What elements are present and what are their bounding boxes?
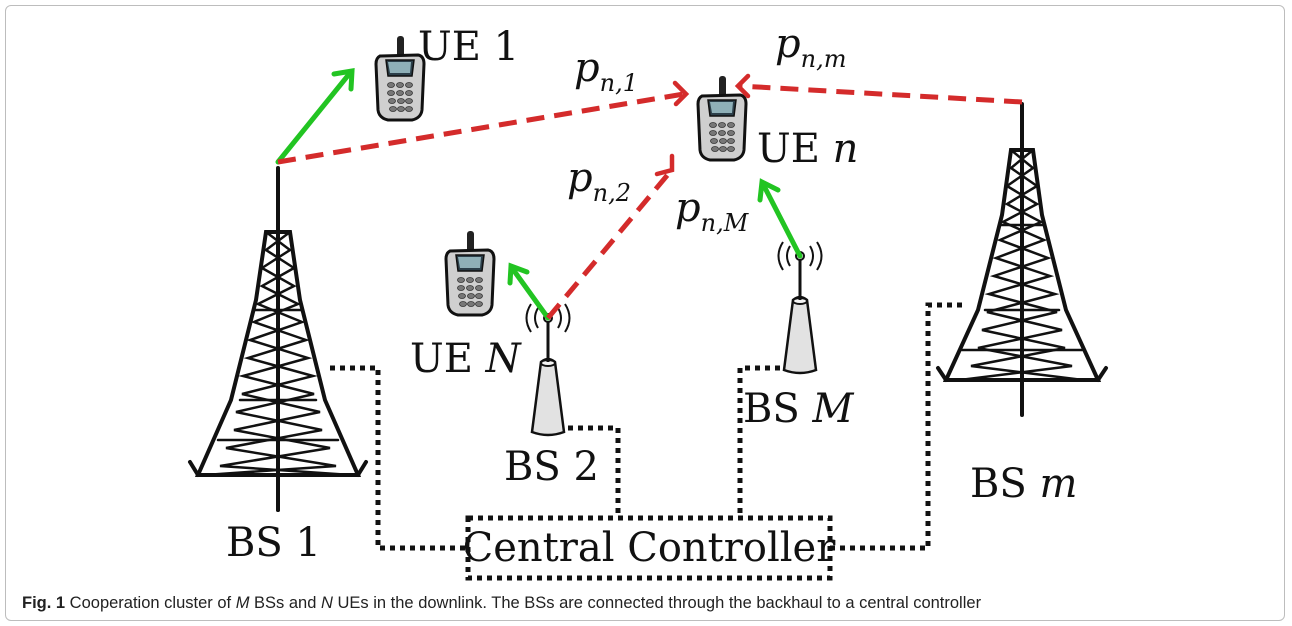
desired-links — [275, 68, 803, 321]
backhaul-bs1 — [330, 365, 468, 551]
backhaul-bsM — [737, 365, 780, 518]
p-n1-label: pn,1 — [574, 45, 638, 97]
bsm-label: BS m — [970, 461, 1077, 507]
bs2-label: BS 2 — [504, 444, 599, 490]
bs2-antenna-icon — [525, 302, 571, 437]
ueN-phone-icon — [444, 229, 496, 317]
p-nm-label: pn,m — [775, 21, 846, 73]
p-nM-label: pn,M — [675, 185, 750, 237]
bsM-label: BS M — [743, 386, 855, 432]
backhaul-bs2 — [568, 425, 621, 518]
ueN-label: UE N — [410, 336, 523, 382]
central-controller-label: Central Controller — [463, 525, 837, 571]
p-n2-label: pn,2 — [567, 155, 631, 207]
interference-arrowheads — [654, 73, 751, 177]
backhaul-links — [330, 302, 965, 551]
bsm-tower-icon — [936, 102, 1108, 417]
bsM-antenna-icon — [777, 240, 823, 375]
bs1-label: BS 1 — [226, 520, 321, 566]
uen-label: UE n — [757, 126, 858, 172]
central-controller-box — [465, 515, 833, 581]
figure-frame — [5, 5, 1285, 621]
ue1-label: UE 1 — [418, 24, 519, 70]
bs1-tower-icon — [188, 166, 368, 512]
figure-caption: Fig. 1 Cooperation cluster of M BSs and … — [22, 594, 982, 612]
ue1-phone-icon — [374, 34, 426, 122]
cooperation-diagram: Central Controller — [188, 21, 1108, 581]
interference-links — [277, 83, 1023, 320]
figure-number: Fig. 1 — [22, 594, 66, 612]
